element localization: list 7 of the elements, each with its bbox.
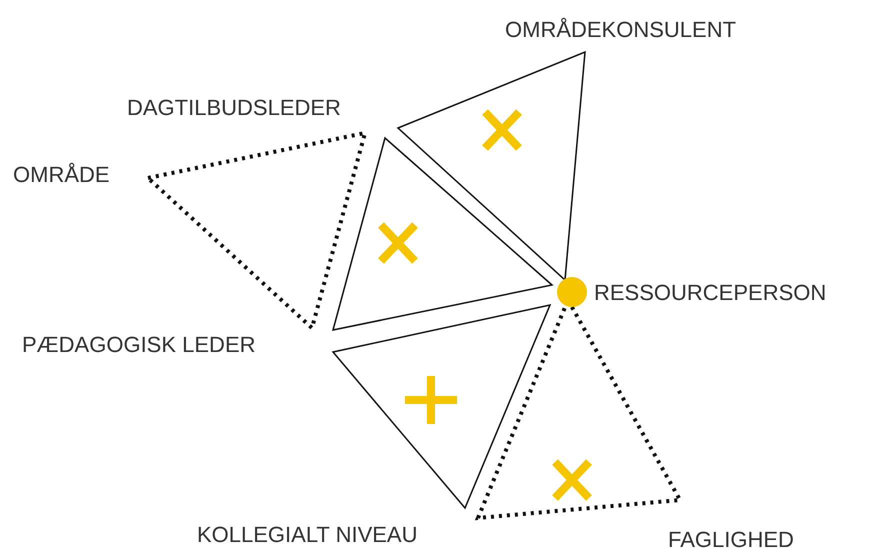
role-label: DAGTILBUDSLEDER [127, 96, 341, 120]
role-label: OMRÅDE [13, 163, 110, 187]
role-label: PÆDAGOGISK LEDER [22, 333, 256, 357]
role-label: OMRÅDEKONSULENT [505, 18, 736, 42]
role-label: FAGLIGHED [668, 528, 794, 552]
role-label: RESSOURCEPERSON [594, 281, 826, 305]
role-label: KOLLEGIALT NIVEAU [197, 523, 418, 547]
